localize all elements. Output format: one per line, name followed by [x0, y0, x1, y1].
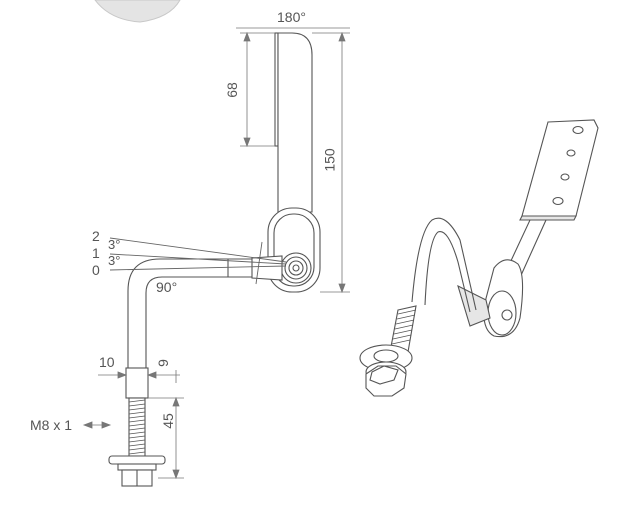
dim-68-arrow-top: [243, 31, 251, 42]
iso-nut-top: [369, 365, 399, 385]
iso-bracket-plate: [521, 119, 599, 217]
iso-slot-3: [560, 173, 570, 181]
thread-spec-label: M8 x 1: [30, 417, 73, 433]
iso-slot-2: [566, 149, 576, 157]
thread-callout-arrow-right: [101, 421, 112, 429]
upper-arm: [277, 32, 313, 213]
iso-link: [457, 284, 491, 327]
tilt-lines: [109, 237, 287, 285]
iso-thread-hatching: [391, 309, 417, 345]
dim-10-arrow: [117, 371, 128, 379]
iso-bracket-side: [519, 215, 577, 221]
dim-68-arrow-bottom: [243, 137, 251, 148]
shaft-collar: [125, 367, 149, 399]
shaft-gap-label: 9: [154, 359, 171, 367]
thread-callout-arrow-left: [82, 421, 93, 429]
iso-pivot-bolt: [501, 309, 513, 321]
plate-height-label: 68: [223, 82, 240, 98]
pivot-ring-2: [284, 256, 308, 280]
tilt-step-upper: 3°: [108, 237, 121, 252]
dim-45-arrow-top: [172, 396, 180, 407]
dim-150-arrow-top: [338, 31, 346, 42]
dim-45-arrow-bottom: [172, 469, 180, 480]
angle-bend-label: 90°: [156, 279, 178, 295]
pivot-housing-inner: [273, 213, 315, 287]
iso-slot-1: [572, 125, 584, 135]
tilt-line-1: [109, 253, 287, 265]
overall-height-label: 150: [321, 148, 338, 172]
threaded-bolt: [128, 397, 146, 457]
dim-9-arrow: [146, 371, 157, 379]
thread-length-label: 45: [159, 413, 176, 429]
pivot-ring-3: [288, 260, 304, 276]
iso-washer-inner: [373, 349, 399, 363]
cropped-disc: [94, 0, 181, 23]
tilt-index-1: 1: [92, 245, 100, 261]
isometric-view: [359, 119, 599, 397]
tilt-step-lower: 3°: [108, 253, 121, 268]
tilt-index-0: 0: [92, 262, 100, 278]
front-view: [108, 32, 321, 487]
tilt-index-2: 2: [92, 228, 100, 244]
iso-slot-4: [552, 196, 564, 206]
dim-150-arrow-bottom: [338, 283, 346, 294]
washer-wide: [108, 455, 166, 465]
tilt-line-2: [109, 237, 287, 263]
thread-hatching: [128, 399, 146, 455]
bent-rod: [127, 258, 252, 368]
tilt-line-0: [109, 265, 287, 271]
dimension-lines: [82, 27, 350, 480]
iso-bent-rod: [411, 217, 477, 313]
angle-top-label: 180°: [277, 9, 306, 25]
shaft-offset-label: 10: [99, 354, 115, 370]
tilt-arc-tick: [255, 241, 263, 285]
pivot-ring-inner: [292, 264, 300, 272]
washer-narrow: [117, 463, 157, 471]
